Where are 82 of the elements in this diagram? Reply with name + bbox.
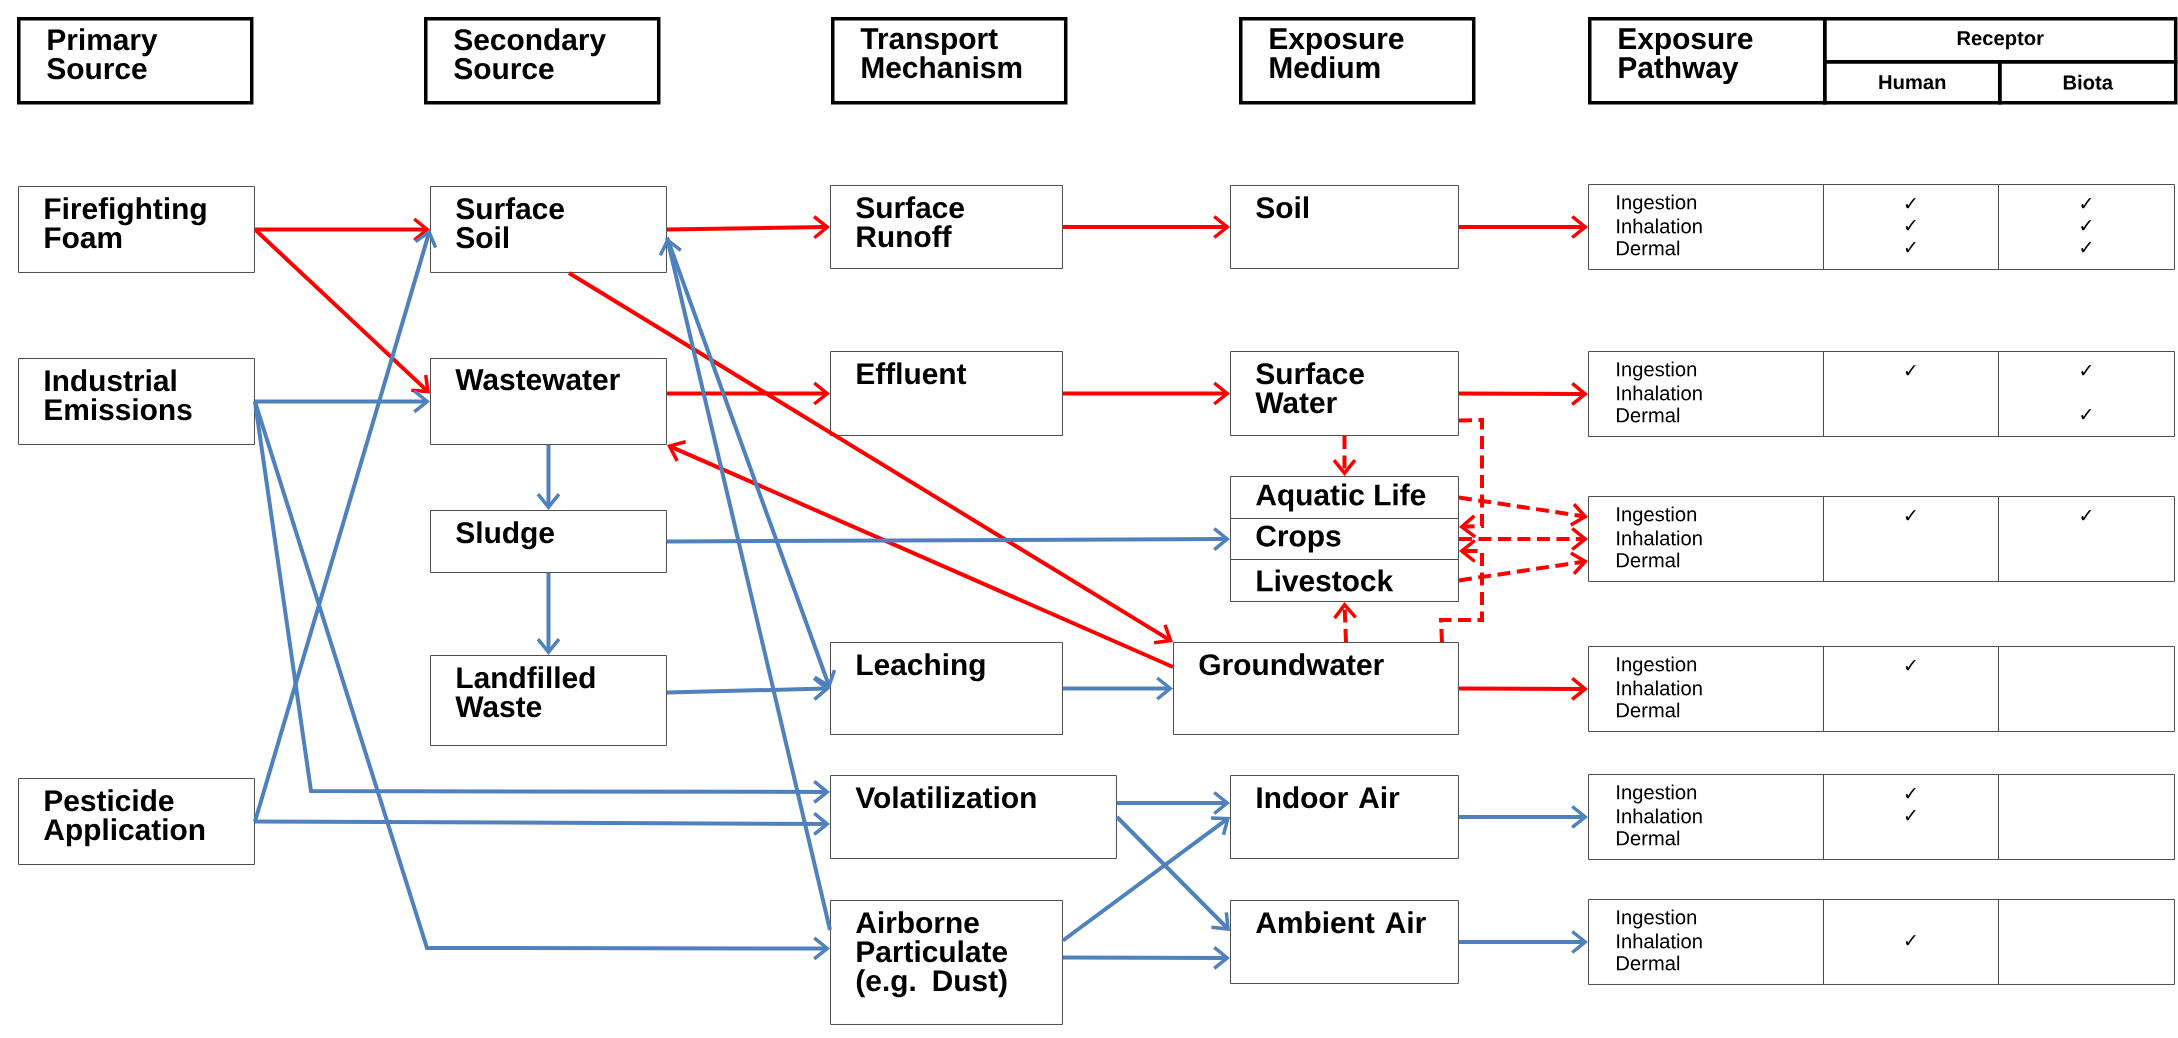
arrow [253, 400, 830, 961]
arrow [1458, 677, 1588, 701]
arrow [1458, 382, 1588, 406]
process-box: Volatilization [830, 775, 1117, 859]
arrow [1458, 215, 1588, 239]
dashed-arrow [1458, 527, 1588, 551]
arrow [1115, 815, 1230, 931]
arrow [1458, 805, 1588, 829]
arrow [666, 381, 830, 406]
process-box: Livestock [1230, 559, 1459, 602]
process-box: Airborne Particulate (e.g. Dust) [830, 900, 1063, 1025]
table-cell: ✓ [1823, 646, 1999, 732]
arrow [1061, 816, 1230, 943]
arrow [253, 401, 830, 804]
table-cell: ✓ [1823, 496, 1999, 582]
arrow [666, 677, 830, 701]
process-box: Surface Runoff [830, 185, 1063, 269]
table-cell: ✓ ✓ [1823, 774, 1999, 860]
arrow [254, 812, 830, 836]
process-box: Ambient Air [1230, 900, 1459, 984]
arrow [1458, 930, 1588, 954]
table-cell [1998, 774, 2175, 860]
process-box: Leaching [830, 642, 1063, 735]
column-header: Biota [1998, 60, 2178, 105]
process-box: Soil [1230, 185, 1459, 269]
process-box: Indoor Air [1230, 775, 1459, 859]
column-header: Secondary Source [424, 17, 661, 105]
column-header: Primary Source [17, 17, 254, 105]
column-header: Exposure Medium [1239, 17, 1476, 105]
arrow [1062, 215, 1230, 239]
process-box: Industrial Emissions [18, 358, 255, 445]
arrow [253, 228, 430, 394]
process-box: Wastewater [430, 358, 667, 445]
pathway-cell: Ingestion Inhalation Dermal [1588, 774, 1824, 860]
arrow [666, 215, 830, 240]
table-cell [1998, 646, 2175, 732]
dashed-arrow [1458, 551, 1588, 583]
arrow [1062, 381, 1230, 406]
process-box: Surface Water [1230, 351, 1459, 436]
process-box: Firefighting Foam [18, 186, 255, 273]
column-header: Transport Mechanism [831, 17, 1068, 105]
dashed-arrow [1333, 602, 1357, 643]
process-box: Effluent [830, 351, 1063, 436]
pathway-cell: Ingestion Inhalation Dermal [1588, 646, 1824, 732]
arrow [536, 445, 561, 510]
arrow [254, 217, 430, 242]
table-cell [1998, 899, 2175, 985]
arrow [1062, 946, 1230, 970]
pathway-cell: Ingestion Inhalation Dermal [1588, 184, 1824, 270]
process-box: Groundwater [1173, 642, 1459, 735]
arrow [666, 527, 1230, 551]
arrow [536, 573, 561, 655]
table-cell: ✓ [1998, 496, 2175, 582]
column-header: Exposure Pathway [1588, 17, 1827, 105]
process-box: Aquatic Life [1230, 476, 1459, 519]
arrow [665, 236, 837, 689]
process-box: Surface Soil [430, 186, 667, 273]
table-cell: ✓ ✓ ✓ [1998, 184, 2175, 270]
dashed-arrow [1438, 539, 1484, 643]
arrow [666, 440, 1174, 669]
column-header: Human [1823, 60, 2002, 105]
pathway-cell: Ingestion Inhalation Dermal [1588, 351, 1824, 437]
arrow [658, 237, 832, 931]
dashed-arrow [1332, 436, 1357, 476]
pathway-cell: Ingestion Inhalation Dermal [1588, 496, 1824, 582]
arrow [567, 271, 1173, 645]
process-box: Landfilled Waste [430, 655, 667, 746]
process-box: Pesticide Application [18, 778, 255, 865]
table-header: Receptor [1823, 17, 2178, 64]
arrow [253, 229, 438, 823]
process-box: Sludge [430, 510, 667, 573]
table-cell: ✓ ✓ ✓ [1823, 184, 1999, 270]
arrow [254, 389, 430, 414]
pathway-cell: Ingestion Inhalation Dermal [1588, 899, 1824, 985]
dashed-arrow [1458, 417, 1484, 539]
arrow [1116, 791, 1230, 815]
table-cell: ✓ [1823, 351, 1999, 437]
dashed-arrow [1458, 495, 1588, 527]
table-cell: ✓ [1823, 899, 1999, 985]
process-box: Crops [1230, 518, 1459, 560]
arrow [1062, 676, 1173, 701]
table-cell: ✓ ✓ [1998, 351, 2175, 437]
